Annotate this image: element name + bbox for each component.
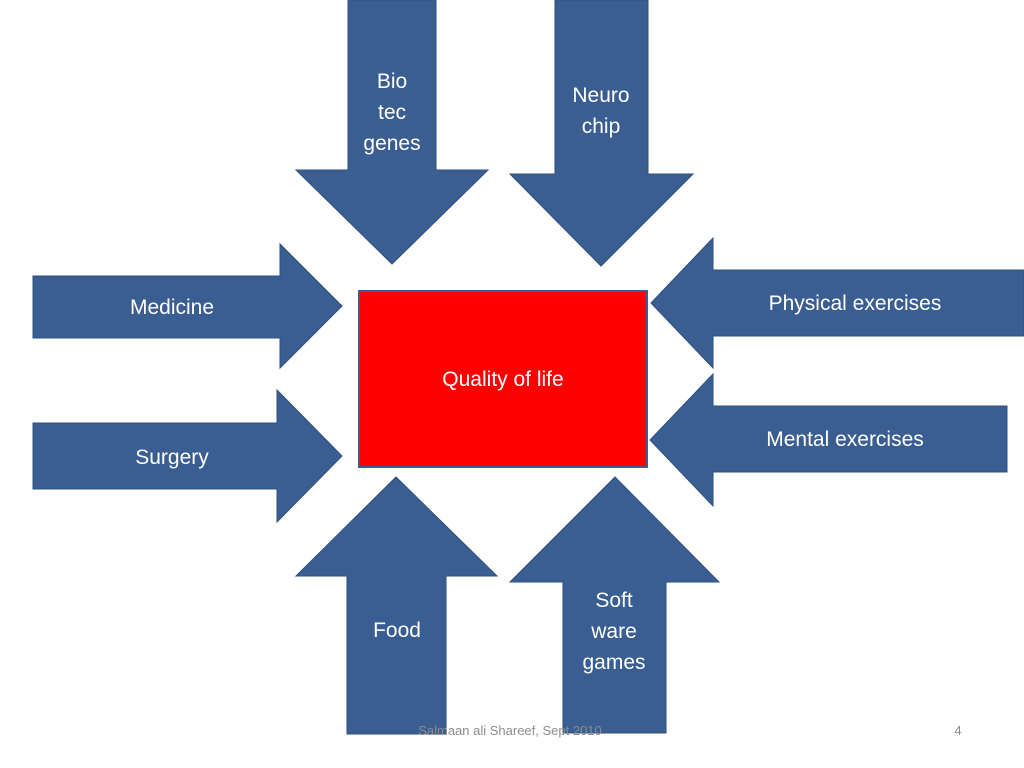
arrow-physical <box>650 236 1024 370</box>
surgery-label: Surgery <box>135 446 209 469</box>
neurochip-label: Neuro chip <box>572 84 630 138</box>
food-label: Food <box>373 619 421 642</box>
arrow-neurochip <box>508 0 695 267</box>
arrow-food <box>294 476 499 735</box>
physical-exercises-label: Physical exercises <box>768 292 942 315</box>
arrow-surgery <box>32 388 343 524</box>
biotec-label: Bio tec genes <box>363 70 421 155</box>
quality-of-life-label: Quality of life <box>442 368 564 391</box>
mental-exercises-label: Mental exercises <box>766 428 924 451</box>
arrow-biotec <box>294 0 490 265</box>
arrow-software <box>508 476 721 734</box>
quality-of-life-box <box>358 290 648 468</box>
arrow-mental <box>649 372 1008 508</box>
software-games-label: Soft ware games <box>582 589 646 674</box>
slide-number: 4 <box>954 723 962 738</box>
arrow-medicine <box>32 242 343 370</box>
footer-author: Salmaan ali Shareef, Sept 2010 <box>418 723 602 738</box>
medicine-label: Medicine <box>129 296 215 319</box>
